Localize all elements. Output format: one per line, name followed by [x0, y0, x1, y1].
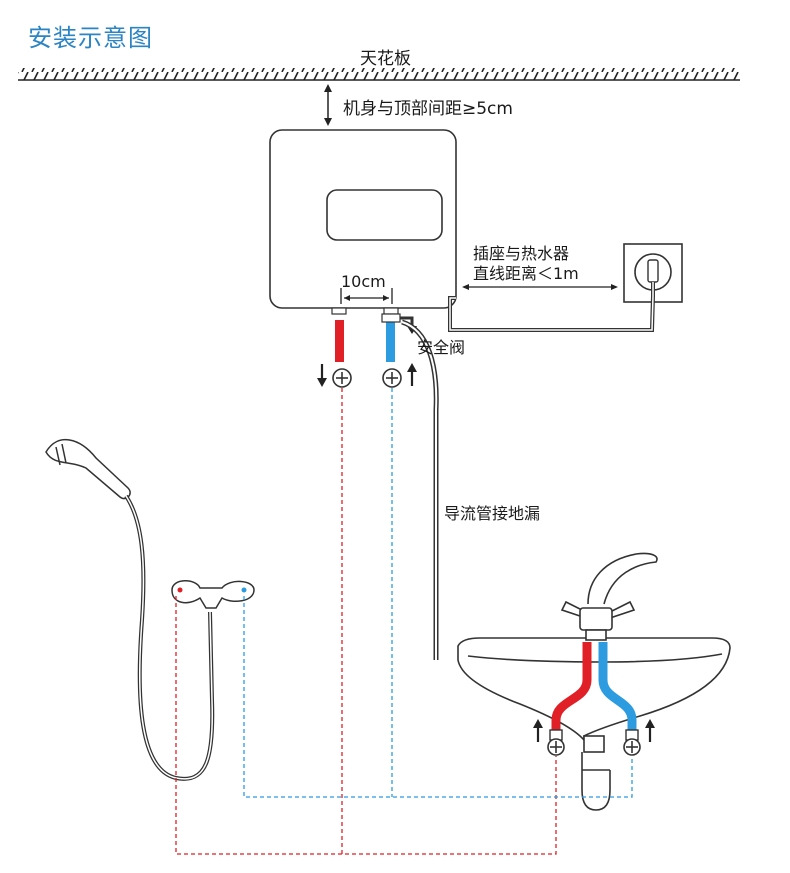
water-heater — [269, 129, 457, 309]
clearance-arrow — [324, 84, 332, 126]
socket-distance-label-2: 直线距离＜1m — [473, 264, 579, 283]
pipe-spacing-label: 10cm — [341, 272, 386, 291]
basin-valves — [533, 719, 655, 756]
basin-hoses — [551, 642, 637, 730]
hot-water-route — [175, 388, 557, 855]
cold-water-route — [243, 388, 633, 798]
socket — [448, 243, 683, 332]
safety-valve-label: 安全阀 — [417, 338, 466, 357]
ceiling — [18, 68, 740, 81]
pipe-spacing-dimension — [340, 288, 393, 304]
heater-pipes — [331, 307, 439, 660]
drain-label: 导流管接地漏 — [444, 504, 541, 523]
socket-distance-arrow — [462, 284, 618, 290]
ceiling-label: 天花板 — [360, 49, 411, 69]
top-clearance-label: 机身与顶部间距≥5cm — [343, 99, 513, 119]
page-title: 安装示意图 — [28, 24, 153, 52]
heater-valves — [317, 363, 417, 388]
socket-distance-label-1: 插座与热水器 — [473, 244, 570, 263]
basin — [457, 552, 731, 811]
shower-set — [45, 438, 255, 781]
